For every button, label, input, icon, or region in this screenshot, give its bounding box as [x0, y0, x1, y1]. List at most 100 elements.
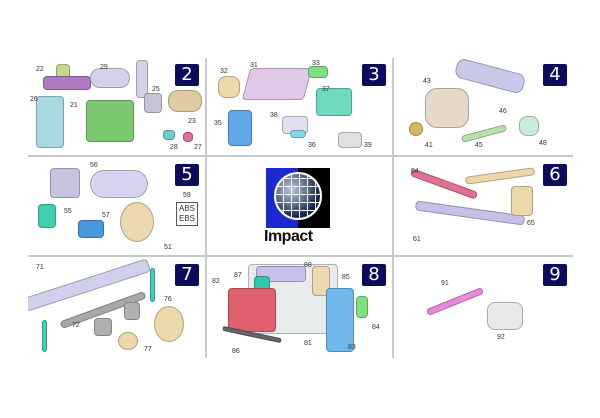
part-illustration[interactable]	[78, 220, 104, 238]
part-illustration[interactable]	[90, 68, 130, 88]
part-illustration[interactable]	[183, 132, 193, 142]
part-number[interactable]: 37	[322, 86, 330, 93]
part-number[interactable]: 81	[304, 340, 312, 347]
part-illustration[interactable]	[487, 302, 523, 330]
part-illustration[interactable]	[36, 96, 64, 148]
part-illustration[interactable]	[290, 130, 306, 138]
part-number[interactable]: 32	[220, 68, 228, 75]
part-number[interactable]: 35	[214, 120, 222, 127]
part-illustration[interactable]	[308, 66, 328, 78]
category-chassis-suspension[interactable]: 71 76 72 77 7	[28, 258, 205, 358]
divider	[205, 58, 207, 358]
part-illustration[interactable]	[228, 110, 252, 146]
part-number[interactable]: 64	[411, 168, 419, 175]
part-illustration[interactable]	[511, 186, 533, 216]
category-cab-body[interactable]: 88 87 85 82 84 81 86 83 8	[208, 258, 392, 358]
part-illustration[interactable]	[338, 132, 362, 148]
part-illustration[interactable]	[425, 88, 469, 128]
part-number[interactable]: 31	[250, 62, 258, 69]
part-number[interactable]: 46	[499, 108, 507, 115]
part-number[interactable]: 27	[194, 144, 202, 151]
part-illustration[interactable]	[312, 266, 330, 296]
category-cab-electrics[interactable]: 32 31 33 37 35 38 36 39 3	[208, 58, 392, 154]
part-illustration[interactable]	[409, 122, 423, 136]
part-illustration[interactable]	[154, 306, 184, 342]
part-illustration[interactable]	[86, 100, 134, 142]
part-illustration[interactable]	[42, 320, 47, 352]
category-axles[interactable]: 43 46 41 45 48 4	[395, 58, 573, 154]
part-illustration[interactable]	[136, 60, 148, 98]
part-number[interactable]: 38	[270, 112, 278, 119]
part-illustration[interactable]	[144, 93, 162, 113]
impact-logo-cell: Impact	[208, 158, 392, 254]
part-number[interactable]: 77	[144, 346, 152, 353]
divider	[392, 58, 394, 358]
part-number[interactable]: 26	[30, 96, 38, 103]
part-number[interactable]: 72	[72, 322, 80, 329]
part-number[interactable]: 25	[152, 86, 160, 93]
part-illustration[interactable]	[316, 88, 352, 116]
category-number-badge: 6	[543, 164, 567, 186]
part-number[interactable]: 23	[188, 118, 196, 125]
part-number[interactable]: 41	[425, 142, 433, 149]
part-number[interactable]: 61	[413, 236, 421, 243]
part-illustration[interactable]	[118, 332, 138, 350]
part-illustration[interactable]	[43, 76, 91, 90]
part-number[interactable]: 76	[164, 296, 172, 303]
part-illustration[interactable]	[124, 302, 140, 320]
part-number[interactable]: 36	[308, 142, 316, 149]
part-number[interactable]: 71	[36, 264, 44, 271]
part-illustration[interactable]	[228, 288, 276, 332]
part-number[interactable]: 33	[312, 60, 320, 67]
part-number[interactable]: 43	[423, 78, 431, 85]
part-illustration[interactable]	[150, 268, 155, 302]
part-number[interactable]: 56	[90, 162, 98, 169]
part-illustration[interactable]	[414, 200, 526, 226]
part-number[interactable]: 28	[170, 144, 178, 151]
part-number[interactable]: 91	[441, 280, 449, 287]
part-number[interactable]: 84	[372, 324, 380, 331]
part-number[interactable]: 51	[164, 244, 172, 251]
part-illustration[interactable]	[425, 287, 485, 316]
part-illustration[interactable]	[460, 124, 508, 143]
part-illustration[interactable]	[356, 296, 368, 318]
part-number[interactable]: 39	[364, 142, 372, 149]
category-steering[interactable]: 64 65 61 6	[395, 158, 573, 254]
part-number[interactable]: 22	[36, 66, 44, 73]
category-number-badge: 4	[543, 64, 567, 86]
category-number-badge: 8	[362, 264, 386, 286]
parts-category-grid: 22 29 25 26 21 23 28 27 2 32 31 33 37 35…	[28, 58, 573, 358]
part-number[interactable]: 86	[232, 348, 240, 355]
category-engine[interactable]: 22 29 25 26 21 23 28 27 2	[28, 58, 205, 154]
part-illustration[interactable]	[50, 168, 80, 198]
part-number[interactable]: 59	[183, 192, 191, 199]
part-illustration[interactable]	[38, 204, 56, 228]
part-illustration[interactable]	[168, 90, 202, 112]
part-illustration[interactable]	[120, 202, 154, 242]
category-trailer-coupling[interactable]: 91 92 9	[395, 258, 573, 358]
part-number[interactable]: 82	[212, 278, 220, 285]
part-number[interactable]: 29	[100, 64, 108, 71]
part-number[interactable]: 55	[64, 208, 72, 215]
part-number[interactable]: 87	[234, 272, 242, 279]
part-number[interactable]: 45	[475, 142, 483, 149]
part-number[interactable]: 83	[348, 344, 356, 351]
part-number[interactable]: 85	[342, 274, 350, 281]
part-illustration[interactable]	[90, 170, 148, 198]
part-number[interactable]: 92	[497, 334, 505, 341]
part-illustration[interactable]	[163, 130, 175, 140]
part-illustration[interactable]	[218, 76, 240, 98]
part-illustration[interactable]	[326, 288, 354, 352]
part-number[interactable]: 57	[102, 212, 110, 219]
part-illustration[interactable]	[453, 58, 527, 95]
part-number[interactable]: 88	[304, 262, 312, 269]
part-illustration[interactable]	[94, 318, 112, 336]
part-number[interactable]: 21	[70, 102, 78, 109]
part-number[interactable]: 48	[539, 140, 547, 147]
part-illustration[interactable]	[464, 167, 536, 185]
part-illustration[interactable]	[519, 116, 539, 136]
part-illustration[interactable]	[241, 68, 313, 100]
part-number[interactable]: 65	[527, 220, 535, 227]
